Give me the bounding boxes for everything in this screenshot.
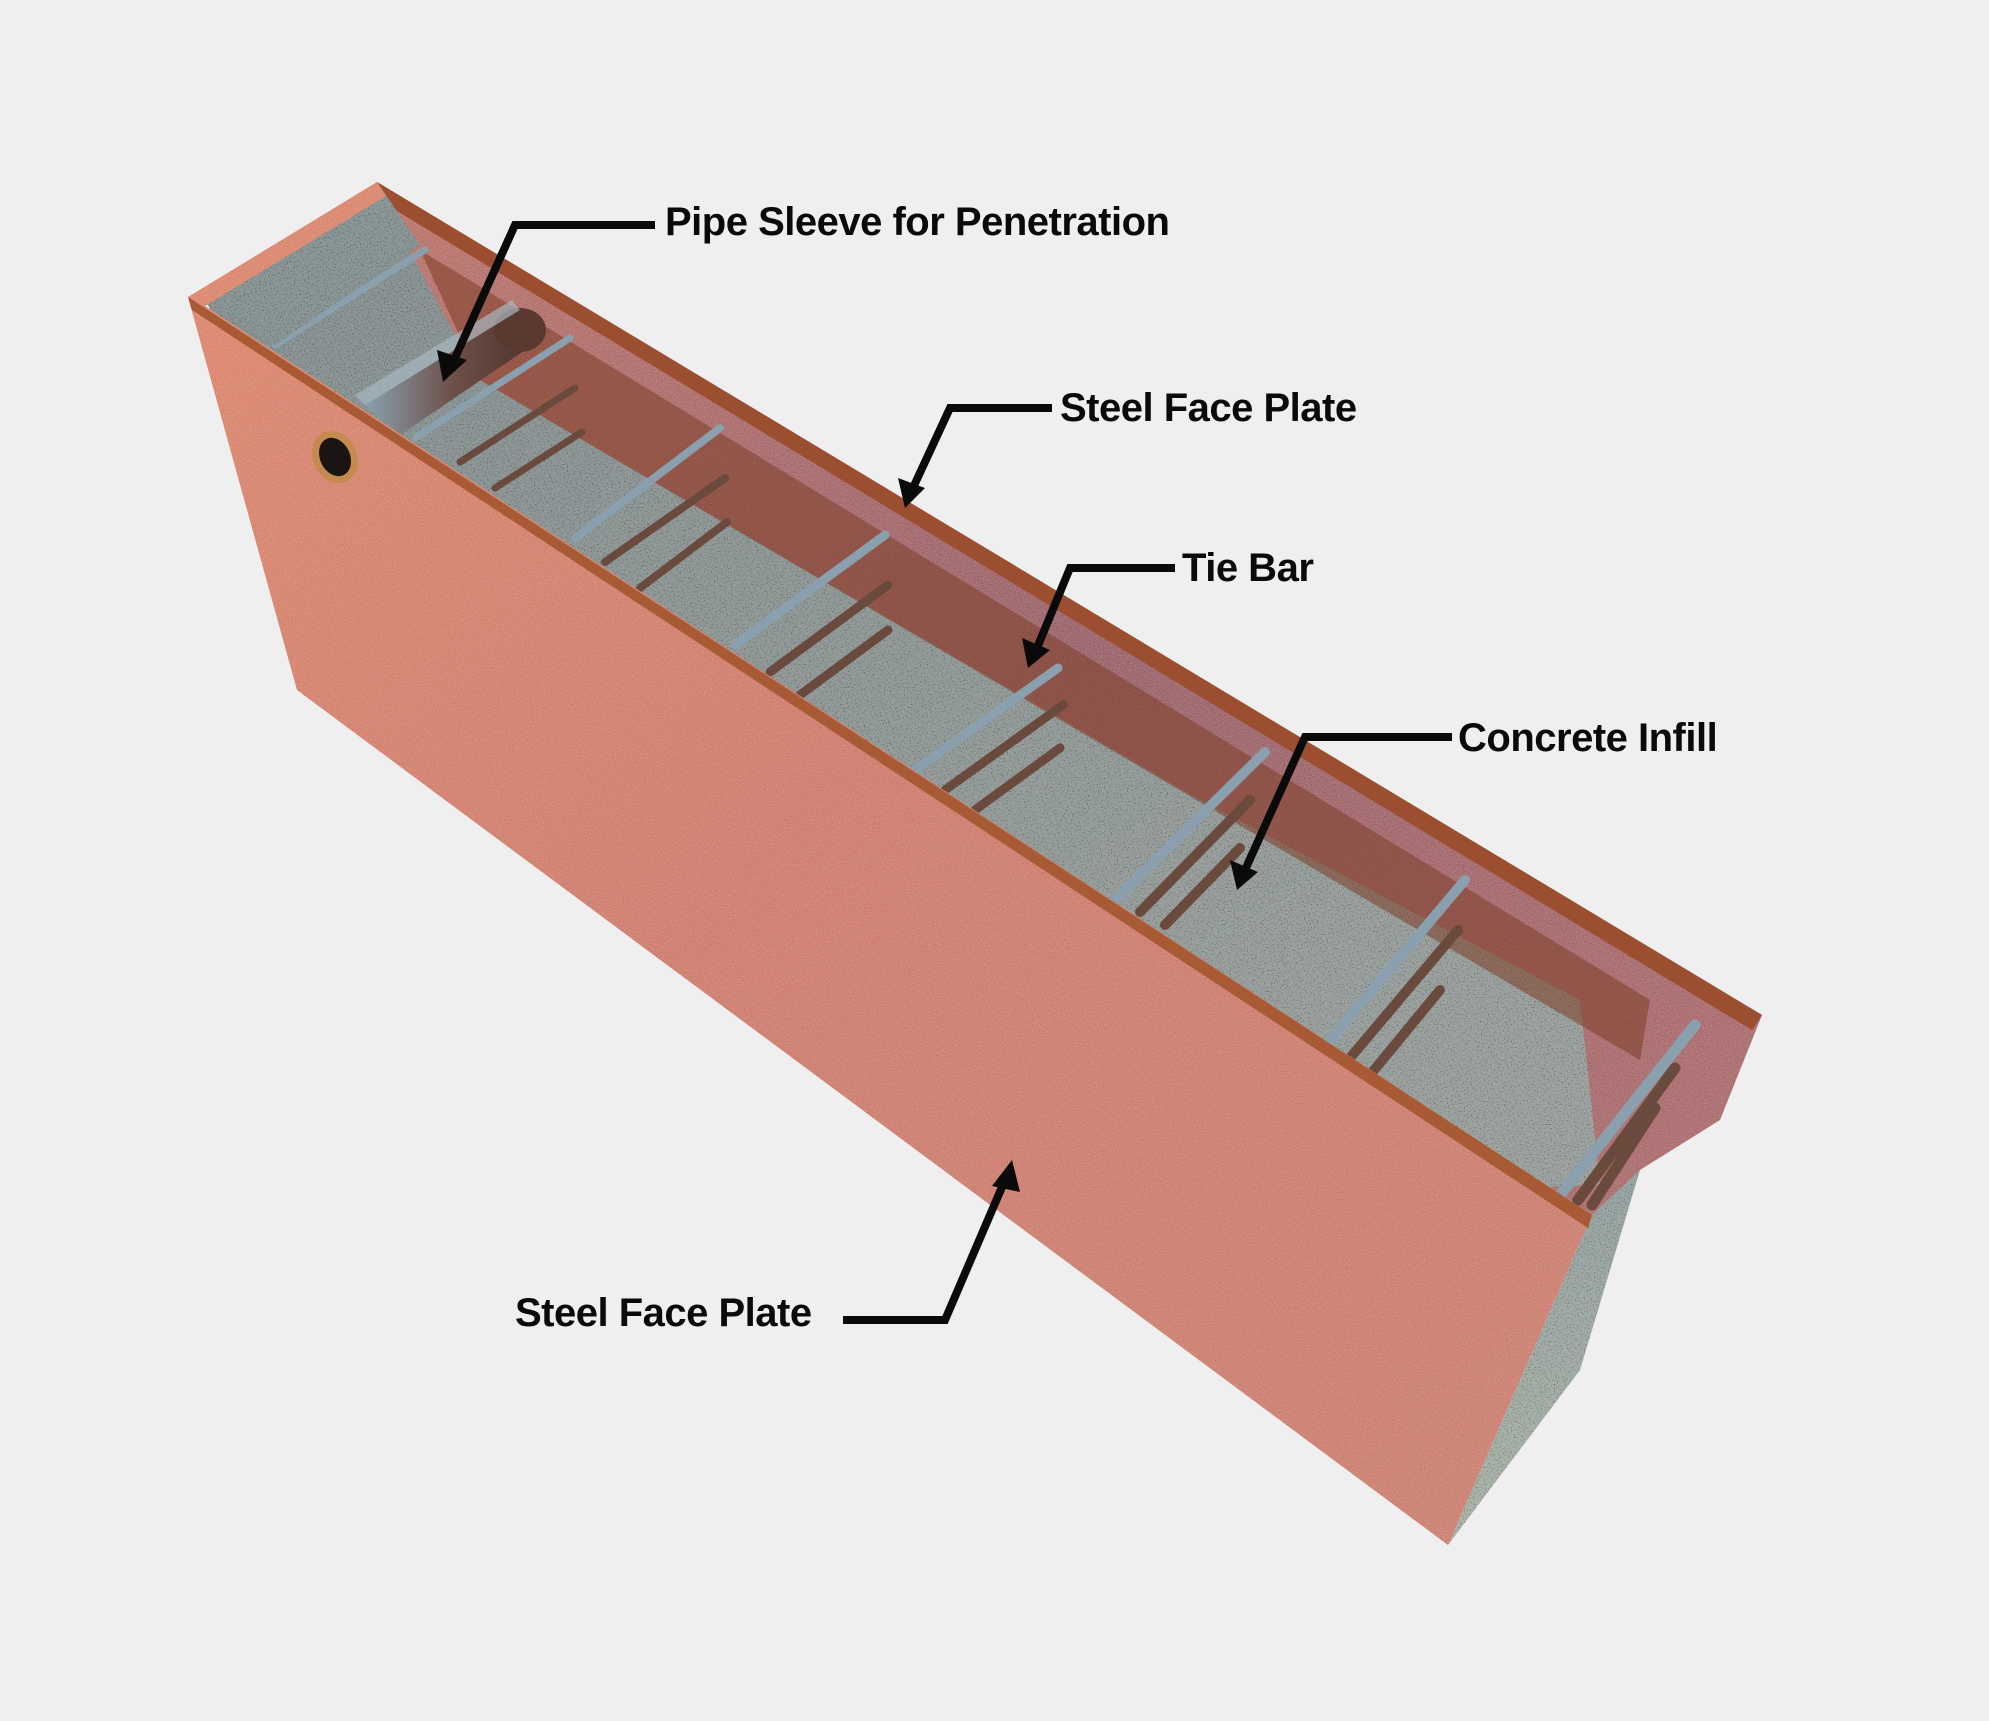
label-concrete-infill: Concrete Infill xyxy=(1458,716,1718,760)
steel-face-plate-front-arrowhead-icon xyxy=(992,1160,1020,1192)
label-tie-bar: Tie Bar xyxy=(1182,546,1314,590)
label-steel-face-plate-front: Steel Face Plate xyxy=(515,1291,812,1335)
steel-face-plate-back-arrowhead-icon xyxy=(898,478,925,508)
tie-bar-leader-icon xyxy=(1033,564,1175,650)
pipe-sleeve-leader-icon xyxy=(451,221,655,360)
front-plate-rim xyxy=(188,297,1592,1228)
label-pipe-sleeve: Pipe Sleeve for Penetration xyxy=(665,200,1170,244)
steel-face-plate-back-leader-icon xyxy=(908,404,1052,492)
leader-lines xyxy=(437,221,1452,1324)
label-steel-face-plate-back: Steel Face Plate xyxy=(1060,386,1357,430)
concrete-infill-leader-icon xyxy=(1241,733,1452,872)
concrete-infill-arrowhead-icon xyxy=(1230,860,1258,890)
tie-bar-arrowhead-icon xyxy=(1022,638,1050,668)
concrete-end-face-left xyxy=(205,182,420,345)
back-plate-rim xyxy=(372,182,1762,1030)
tie-bars xyxy=(271,246,1701,1211)
penetration-hole xyxy=(312,430,358,484)
pipe-sleeve-arrowhead-icon xyxy=(437,350,467,382)
concrete-end-face-right xyxy=(1448,1170,1640,1545)
steel-face-plate-front xyxy=(188,182,1592,1545)
steel-face-plate-front-leader-icon xyxy=(843,1178,1009,1324)
concrete-infill xyxy=(205,197,1600,1190)
